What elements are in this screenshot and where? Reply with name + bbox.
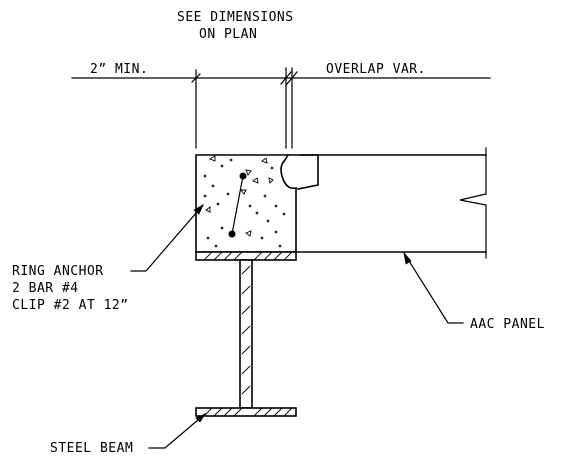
overlap-label: OVERLAP VAR. — [326, 62, 426, 77]
steel-beam-label: STEEL BEAM — [50, 441, 133, 456]
min-dimension-label: 2” MIN. — [90, 62, 148, 77]
dimension-line — [71, 67, 491, 87]
rebar-clip — [231, 175, 244, 235]
ring-anchor-label-line2: 2 BAR #4 — [12, 281, 79, 296]
ring-anchor-label-line1: RING ANCHOR — [12, 264, 104, 279]
aac-panel — [287, 147, 487, 259]
steel-beam-leader — [148, 413, 207, 449]
see-dimensions-label-line2: ON PLAN — [199, 27, 257, 42]
rebar-top — [239, 172, 247, 180]
extension-lines — [195, 85, 293, 149]
rebar-bottom — [228, 230, 236, 238]
concrete-aggregate — [203, 155, 286, 248]
aac-panel-label: AAC PANEL — [470, 317, 545, 332]
steel-hatch — [203, 251, 293, 417]
concrete-ring-beam — [195, 154, 297, 253]
ring-anchor-label-line3: CLIP #2 AT 12” — [12, 298, 129, 313]
ring-anchor-leader — [130, 204, 204, 272]
see-dimensions-label-line1: SEE DIMENSIONS — [177, 10, 294, 25]
steel-beam — [195, 251, 297, 417]
aac-panel-leader — [403, 251, 464, 324]
